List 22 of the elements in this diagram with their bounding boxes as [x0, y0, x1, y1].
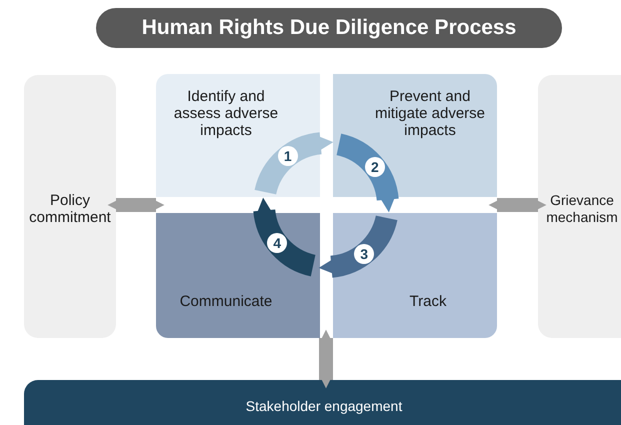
node-label: Identify and assess adverse impacts [172, 88, 280, 139]
side-panel [538, 75, 621, 338]
double-arrow [319, 330, 333, 388]
node-label: Prevent and mitigate adverse impacts [374, 88, 486, 139]
node-label: Grievance mechanism [545, 192, 619, 226]
side-panel [24, 75, 116, 338]
quadrant-panel [333, 74, 497, 197]
quadrant-panel [333, 213, 497, 338]
node-label: Communicate [178, 293, 274, 310]
banner-bar [24, 380, 621, 425]
double-arrow [488, 198, 546, 212]
node-label: Policy commitment [28, 192, 112, 226]
quadrant-panel [156, 74, 320, 197]
node-label: Stakeholder engagement [244, 398, 404, 415]
cycle-arrow [318, 214, 398, 278]
title-banner: Human Rights Due Diligence Process [96, 8, 562, 48]
cycle-arrow [254, 132, 334, 196]
quadrant-panel [156, 213, 320, 338]
node-label: Track [408, 293, 448, 310]
double-arrow [108, 198, 164, 212]
cycle-arrow [336, 134, 399, 212]
cycle-arrow [253, 198, 316, 276]
